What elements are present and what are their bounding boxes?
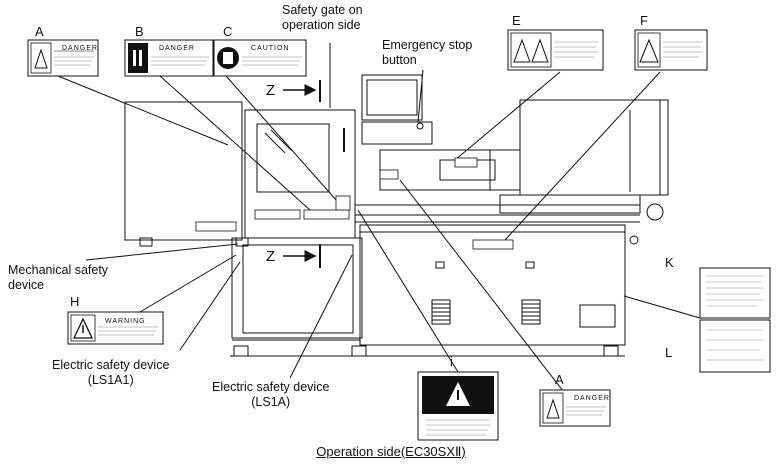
tag-c: C [223,24,233,39]
tag-h: H [70,294,80,309]
tag-f: F [640,13,648,28]
leader-lines [57,43,701,401]
plate-k [699,267,771,319]
plate-a-heading: DANGER [62,45,98,52]
control-box [361,121,433,145]
label-electric-ls1a1: Electric safety device(LS1A1) [52,358,170,387]
tag-a: A [35,24,44,39]
vent-grille-1 [431,299,451,325]
tag-b: B [135,24,144,39]
plate-c-heading: CAUTION [251,45,290,52]
control-screen [361,74,423,121]
plate-b [124,39,214,77]
tag-a-lower: A [555,372,564,387]
plate-h [67,311,164,345]
tag-i: i [450,354,453,369]
tag-l: L [665,345,673,360]
plate-e [507,29,604,71]
plate-h-heading: WARNING [105,318,146,325]
plate-l [699,319,771,373]
base-main [359,224,626,346]
figure-caption: Operation side(EC30SXⅡ) [316,444,466,459]
plate-f [634,29,708,71]
z-marker-bottom: Z [266,248,276,265]
tag-e: E [512,13,521,28]
plate-a-lower [539,389,611,427]
plate-b-heading: DANGER [159,45,195,52]
plate-i [417,371,499,441]
connector-panel [579,304,616,328]
plate-a [27,39,99,77]
plate-a-lower-heading: DANGER [574,395,610,402]
plate-c [213,39,307,77]
tag-k: K [665,255,674,270]
z-marker-top: Z [266,82,276,99]
label-electric-ls1a: Electric safety device(LS1A) [212,380,330,409]
rear-cover [124,101,243,241]
base-left [231,237,363,339]
emergency-stop-knob [416,122,424,130]
vent-grille-2 [521,299,541,325]
